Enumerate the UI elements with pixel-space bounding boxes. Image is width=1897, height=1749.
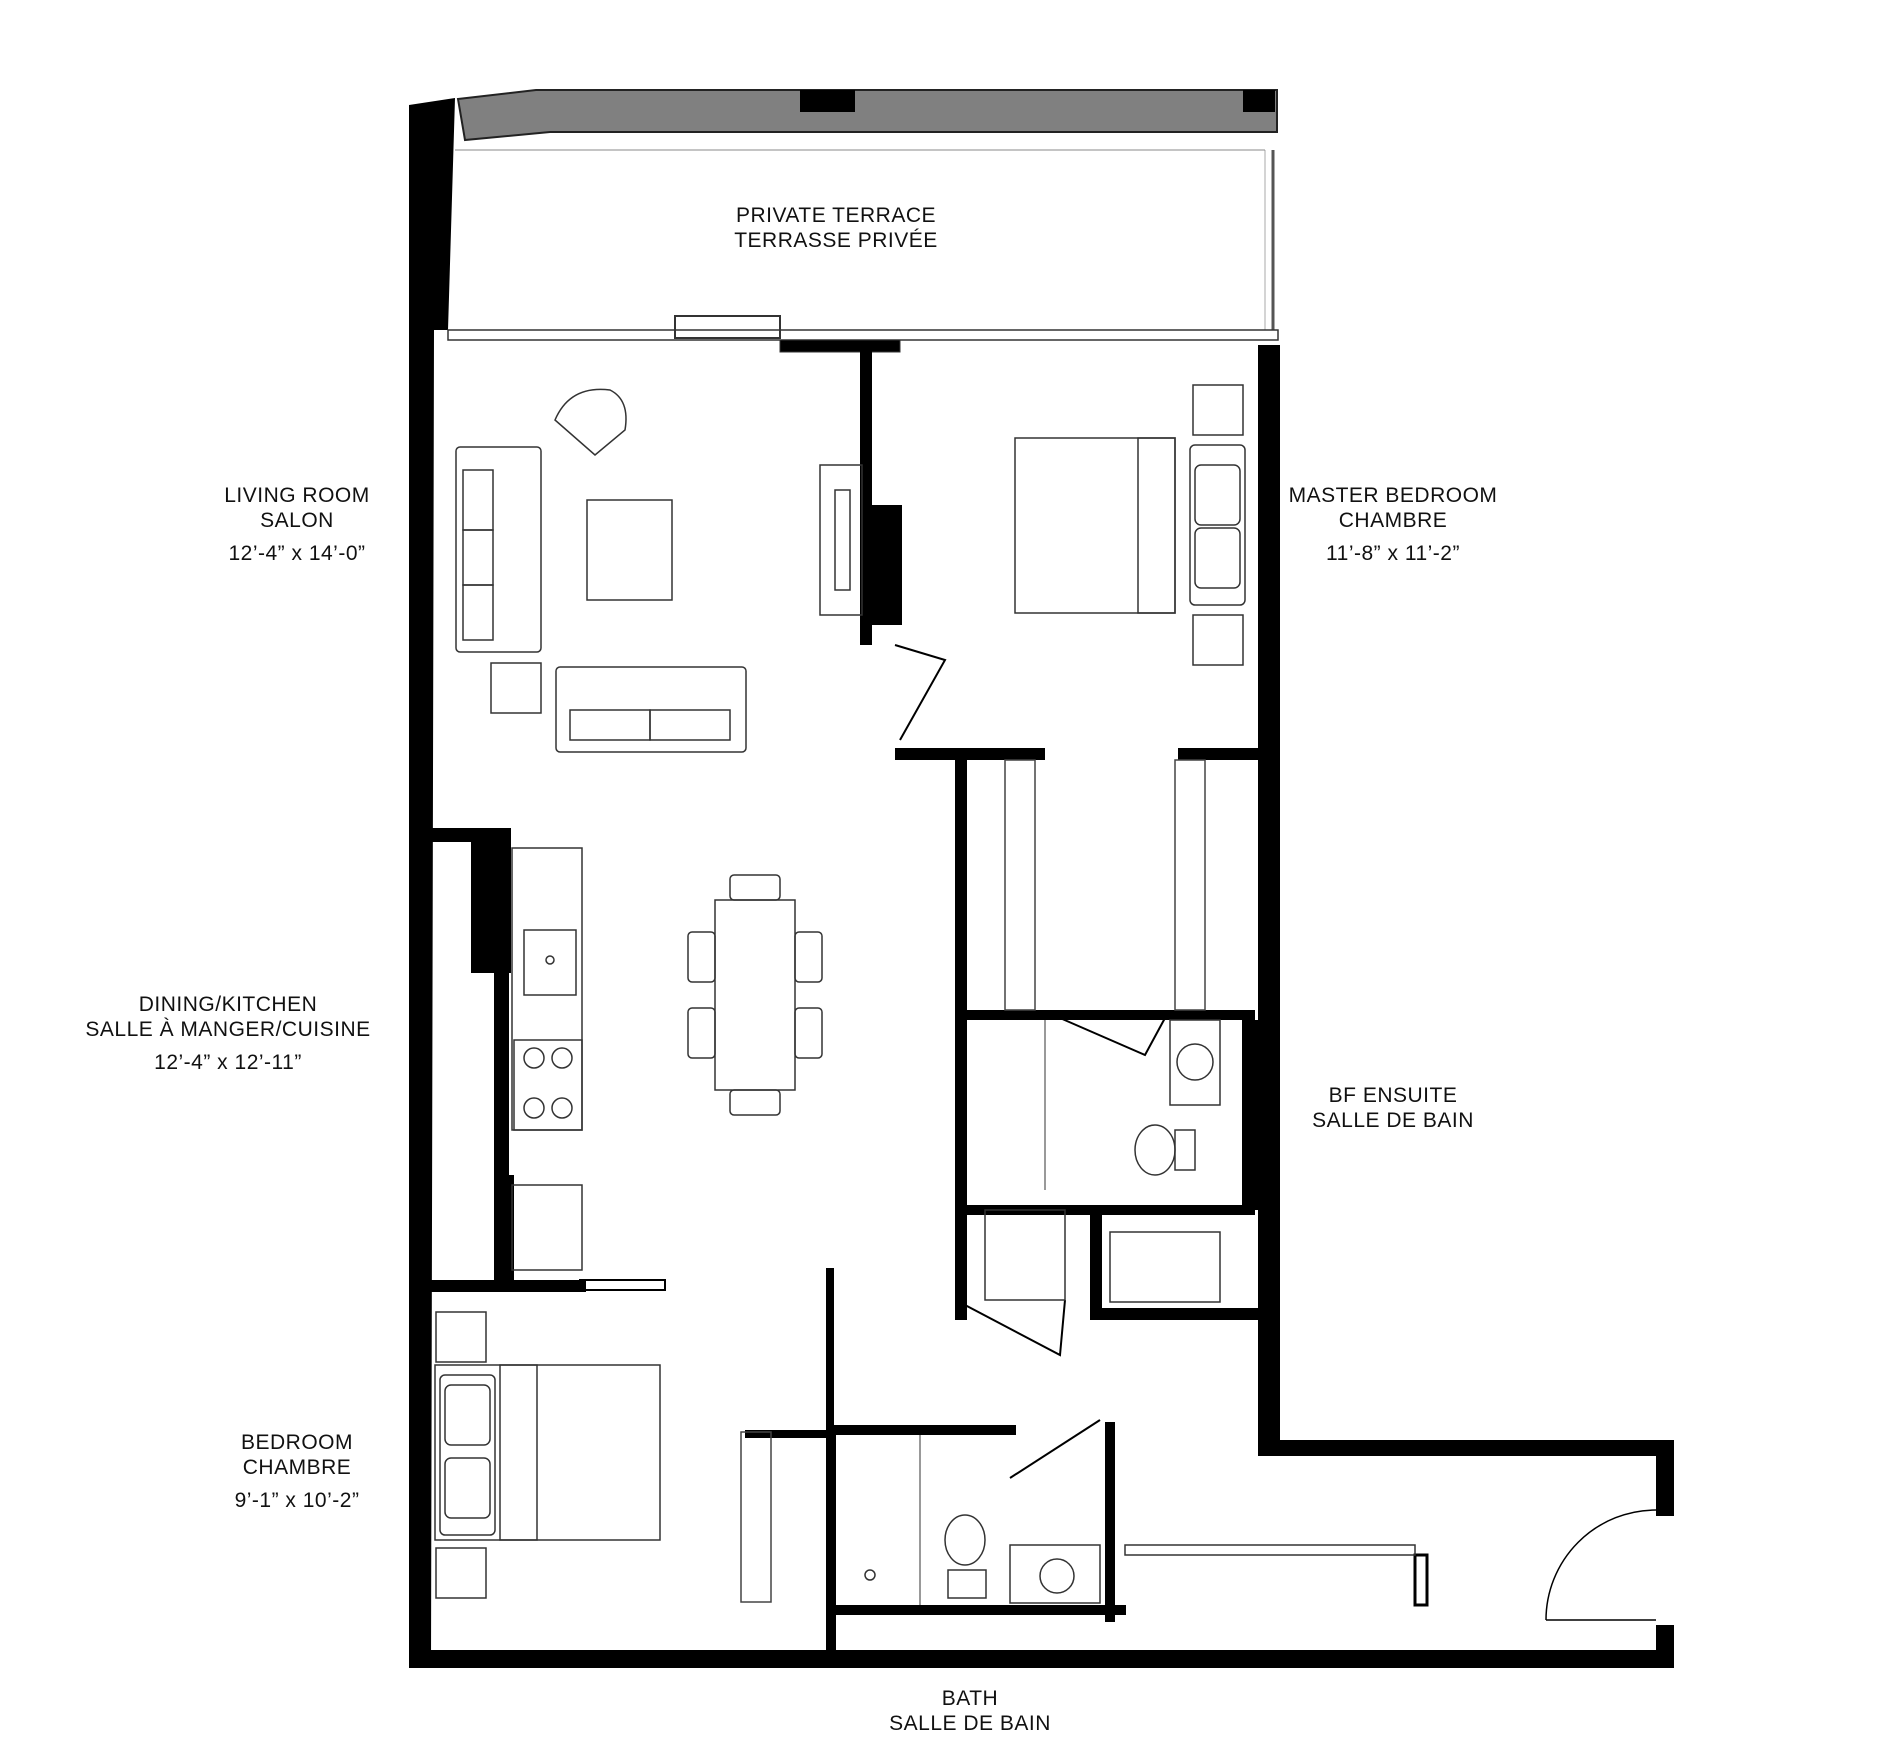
label-bath: BATH SALLE DE BAIN [889, 1686, 1051, 1736]
sofa [455, 446, 542, 653]
ensuite-vanity [1169, 1019, 1221, 1106]
nightstand [1192, 384, 1244, 436]
closets [740, 759, 1206, 1603]
stove [513, 1039, 583, 1131]
terrace-side-wall [409, 98, 455, 1665]
nightstand [435, 1311, 487, 1363]
room-dimensions: 12’-4” x 14’-0” [228, 542, 366, 565]
room-name-fr: TERRASSE PRIVÉE [734, 229, 938, 252]
terrace-railing [456, 89, 1278, 142]
master-furniture [1014, 384, 1246, 666]
bathtub [1109, 1231, 1221, 1303]
terrace-area [409, 89, 1278, 1665]
terrace-post [800, 90, 855, 112]
ensuite-toilet [1134, 1124, 1176, 1176]
doors [579, 644, 1657, 1621]
label-terrace: PRIVATE TERRACE TERRASSE PRIVÉE [734, 203, 938, 253]
entry-closet [1124, 1544, 1416, 1556]
side-table [490, 662, 542, 714]
living-furniture [455, 388, 863, 753]
kitchen-sink [523, 929, 577, 996]
master-door [894, 644, 947, 741]
room-name-en: BF ENSUITE [1328, 1084, 1458, 1107]
entry-door-swing [1545, 1509, 1657, 1621]
window-wall [447, 315, 1279, 353]
interior-walls [431, 350, 1258, 1655]
room-name-fr: CHAMBRE [1338, 509, 1448, 532]
closet-door [964, 1299, 1066, 1357]
bedroom-furniture [434, 1311, 661, 1599]
coffee-table [586, 499, 673, 601]
entry-hall [1124, 1544, 1416, 1556]
nightstand [1192, 614, 1244, 666]
shower-head [864, 1569, 876, 1581]
room-name-fr: SALON [260, 509, 334, 532]
kitchen-dining [511, 847, 823, 1271]
label-living-room: LIVING ROOM SALON 12’-4” x 14’-0” [224, 483, 370, 566]
room-name-en: DINING/KITCHEN [138, 993, 318, 1016]
room-name-en: MASTER BEDROOM [1288, 484, 1498, 507]
room-name-fr: SALLE DE BAIN [889, 1712, 1051, 1735]
room-name-en: PRIVATE TERRACE [735, 204, 937, 227]
bedroom-bed [434, 1364, 661, 1541]
nightstand [435, 1547, 487, 1599]
terrace-post [1243, 90, 1275, 112]
label-dining-kitchen: DINING/KITCHEN SALLE À MANGER/CUISINE 12… [85, 992, 370, 1075]
kitchen-counter [511, 847, 583, 1131]
room-dimensions: 9’-1” x 10’-2” [234, 1489, 360, 1512]
dining-table [714, 899, 796, 1091]
room-name-fr: CHAMBRE [242, 1456, 352, 1479]
armchair [554, 388, 627, 456]
room-name-en: BATH [941, 1687, 999, 1710]
room-name-en: LIVING ROOM [224, 484, 370, 507]
fireplace [819, 464, 863, 616]
bath-fixtures [864, 1435, 1101, 1605]
fridge [511, 1184, 583, 1271]
sliding-door [674, 315, 781, 339]
ensuite-fixtures [984, 1019, 1221, 1303]
ensuite-door [1059, 1017, 1166, 1057]
loveseat [555, 666, 747, 753]
bath-vanity [1009, 1544, 1101, 1604]
master-bed [1014, 437, 1176, 614]
room-dimensions: 12’-4” x 12’-11” [154, 1051, 302, 1074]
room-name-fr: SALLE DE BAIN [1312, 1109, 1474, 1132]
washer-dryer [984, 1209, 1066, 1301]
exterior-walls [409, 345, 1674, 1668]
room-name-en: BEDROOM [240, 1431, 353, 1454]
label-bedroom: BEDROOM CHAMBRE 9’-1” x 10’-2” [235, 1430, 360, 1513]
label-master-bedroom: MASTER BEDROOM CHAMBRE 11’-8” x 11’-2” [1289, 483, 1498, 566]
bath-toilet [944, 1514, 986, 1566]
room-name-fr: SALLE À MANGER/CUISINE [85, 1018, 371, 1041]
room-dimensions: 11’-8” x 11’-2” [1326, 542, 1460, 565]
label-ensuite: BF ENSUITE SALLE DE BAIN [1312, 1083, 1474, 1133]
bath-door [1009, 1419, 1101, 1479]
